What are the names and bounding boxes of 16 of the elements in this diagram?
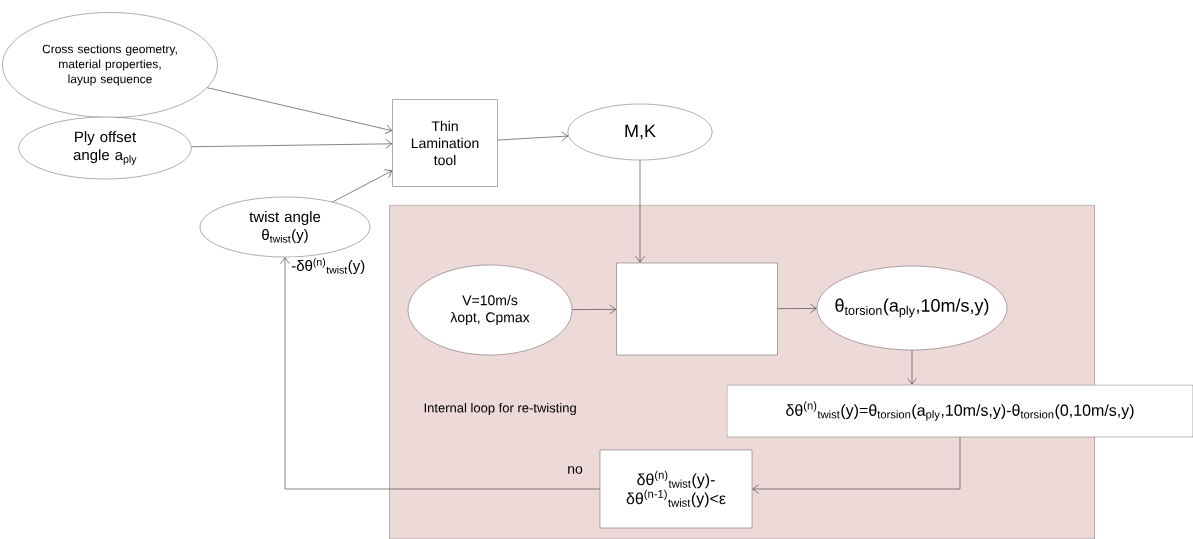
- arrow: [752, 436, 961, 494]
- arrow: [497, 131, 569, 142]
- decision-box: δθ$^{(n)}$$_{twist}$(y)- δθ$^{(n-1)}$$_{twist}$(y)<ε: [599, 449, 753, 529]
- arrow: [571, 304, 617, 315]
- arrow: [280, 257, 601, 490]
- arrow: [191, 139, 393, 149]
- process-box: Thin Lamination tool: [392, 99, 498, 187]
- arrow: [777, 303, 817, 314]
- arrow: [907, 349, 917, 385]
- process-box: [616, 262, 778, 356]
- text-label: -δθ$^{(n)}$$_{twist}$(y): [290, 257, 367, 275]
- arrow: [206, 87, 393, 134]
- arrow: [635, 159, 645, 263]
- arrow: [332, 169, 393, 203]
- edge-label: no: [566, 465, 584, 475]
- formula-box: δθ$^{(n)}$$_{twist}$(y)=θ$_{torsion}$(a$_{ply}$,10m/s,y)-θ$_{torsion}$(0,10m/s,y): [726, 384, 1193, 438]
